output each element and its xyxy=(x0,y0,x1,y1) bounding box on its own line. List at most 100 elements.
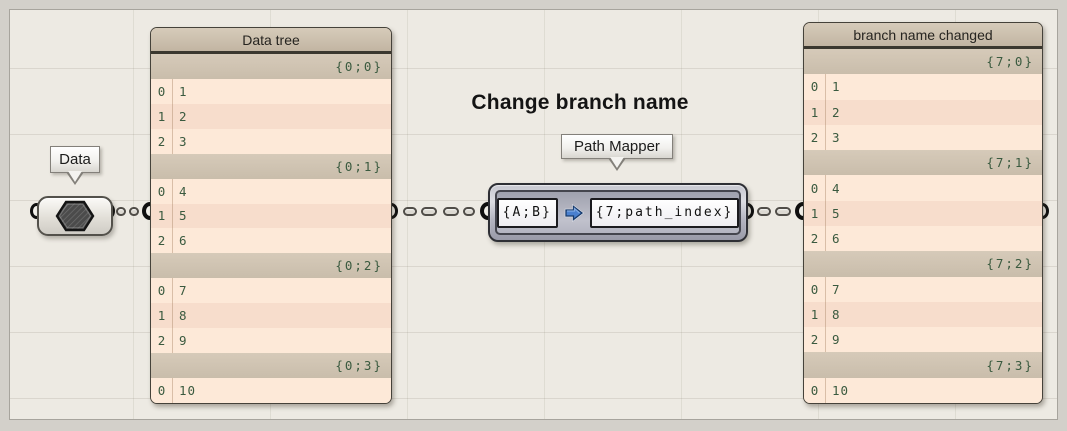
item-index: 2 xyxy=(151,328,173,354)
item-value: 9 xyxy=(832,332,841,348)
path-mapper-inner-frame: {A;B} {7;path_index} xyxy=(495,190,741,235)
branch-path: {0;1} xyxy=(335,158,383,174)
item-index: 0 xyxy=(804,377,826,403)
path-mapper-component[interactable]: {A;B} {7;path_index} xyxy=(488,183,748,242)
item-value: 6 xyxy=(832,231,841,247)
item-value: 8 xyxy=(179,308,188,324)
branch-header-row: {0;2} xyxy=(151,253,391,279)
branch-path: {7;0} xyxy=(986,54,1034,70)
branch-path: {7;3} xyxy=(986,357,1034,373)
data-hexagon-icon xyxy=(55,200,95,232)
item-index: 2 xyxy=(151,128,173,154)
item-row: 0 10 xyxy=(151,377,391,403)
branch-header-row: {7;0} xyxy=(804,49,1042,75)
canvas-note-title: Change branch name xyxy=(471,91,689,114)
item-index: 0 xyxy=(804,276,826,302)
path-mapper-label: Path Mapper xyxy=(574,138,660,155)
branch-header-row: {7;3} xyxy=(804,352,1042,378)
branch-header-row: {0;1} xyxy=(151,153,391,179)
data-param-label: Data xyxy=(59,151,91,168)
wire-segment[interactable] xyxy=(443,207,459,216)
data-param-component[interactable] xyxy=(37,196,113,236)
panel-header-separator xyxy=(151,51,391,54)
wire-segment[interactable] xyxy=(463,207,475,216)
branch-path: {7;1} xyxy=(986,155,1034,171)
panel-header-separator xyxy=(804,46,1042,49)
item-index: 0 xyxy=(151,377,173,403)
item-value: 1 xyxy=(832,79,841,95)
item-index: 1 xyxy=(151,303,173,329)
item-value: 7 xyxy=(832,281,841,297)
path-mapper-source-pattern[interactable]: {A;B} xyxy=(496,197,558,228)
item-value: 5 xyxy=(179,208,188,224)
branch-path: {7;2} xyxy=(986,256,1034,272)
item-index: 2 xyxy=(804,225,826,252)
panel-title: Data tree xyxy=(151,28,391,51)
item-value: 6 xyxy=(179,233,188,249)
item-value: 5 xyxy=(832,205,841,221)
branch-header-row: {7;2} xyxy=(804,251,1042,277)
wire-segment[interactable] xyxy=(775,207,791,216)
item-index: 0 xyxy=(151,78,173,104)
wire-segment[interactable] xyxy=(403,207,417,216)
branch-path: {0;3} xyxy=(335,358,383,374)
item-value: 2 xyxy=(832,104,841,120)
item-value: 3 xyxy=(179,133,188,149)
path-mapper-nickname-balloon: Path Mapper xyxy=(561,134,673,171)
data-param-nickname-balloon: Data xyxy=(50,146,100,185)
item-value: 8 xyxy=(832,306,841,322)
wire-segment[interactable] xyxy=(116,207,126,216)
item-value: 7 xyxy=(179,283,188,299)
item-index: 1 xyxy=(804,200,826,226)
path-mapper-target-pattern[interactable]: {7;path_index} xyxy=(589,197,740,228)
item-index: 2 xyxy=(804,124,826,151)
item-value: 4 xyxy=(179,183,188,199)
item-index: 2 xyxy=(151,228,173,254)
item-index: 0 xyxy=(151,178,173,204)
item-value: 10 xyxy=(832,382,850,398)
item-value: 1 xyxy=(179,83,188,99)
panel-title: branch name changed xyxy=(804,23,1042,46)
item-index: 0 xyxy=(804,74,826,100)
item-value: 4 xyxy=(832,180,841,196)
item-value: 10 xyxy=(179,382,197,398)
branch-header-row: {7;1} xyxy=(804,150,1042,176)
branch-path: {0;0} xyxy=(335,58,383,74)
item-row: 0 10 xyxy=(804,377,1042,403)
item-index: 0 xyxy=(804,175,826,201)
item-index: 1 xyxy=(804,99,826,125)
item-index: 0 xyxy=(151,278,173,304)
branch-header-row: {0;0} xyxy=(151,54,391,79)
item-index: 2 xyxy=(804,327,826,353)
branch-header-row: {0;3} xyxy=(151,353,391,378)
item-index: 1 xyxy=(151,103,173,129)
item-index: 1 xyxy=(151,203,173,229)
wire-segment[interactable] xyxy=(129,207,139,216)
wire-segment[interactable] xyxy=(757,207,771,216)
mapping-arrow-icon xyxy=(564,203,584,223)
item-value: 2 xyxy=(179,108,188,124)
wire-segment[interactable] xyxy=(421,207,437,216)
